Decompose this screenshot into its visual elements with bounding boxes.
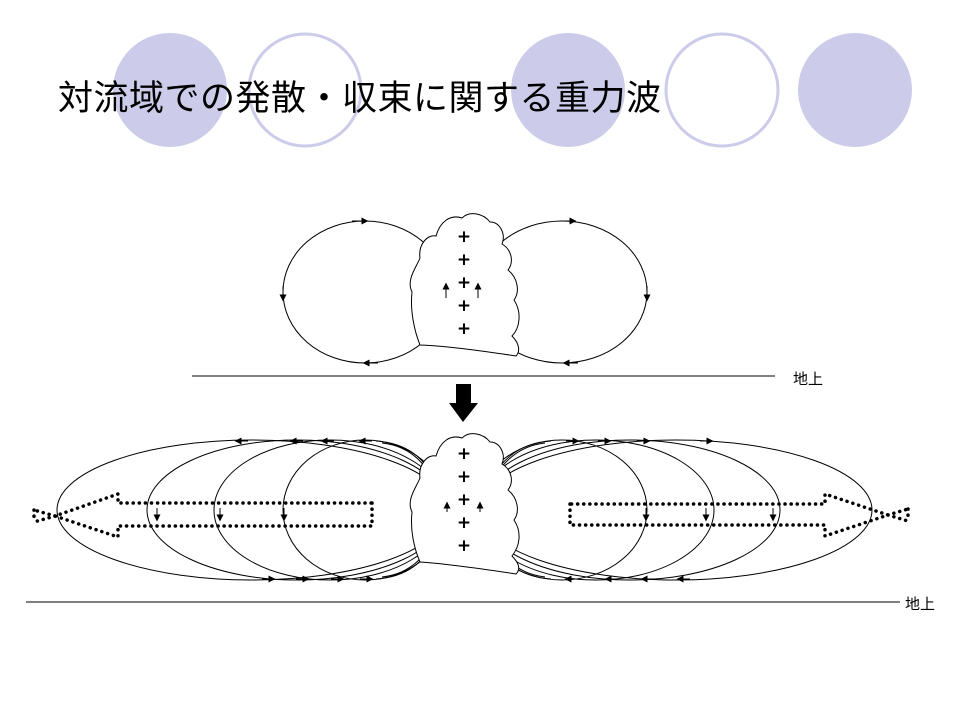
bottom-left-loop-4 <box>56 439 448 581</box>
deco-circle-filled-1 <box>113 33 227 147</box>
ground-label-top: 地上 <box>793 370 824 388</box>
top-charge-1: + <box>456 227 472 247</box>
slide-title: 対流域での発散・収束に関する重力波 <box>58 79 662 119</box>
top-charge-4: + <box>456 296 472 316</box>
bottom-right-loop-4 <box>479 439 873 581</box>
deco-circle-filled-2 <box>511 33 625 147</box>
deco-circle-outline-2 <box>664 32 780 148</box>
transition-arrow <box>449 384 478 422</box>
bottom-charge-5: + <box>456 536 472 556</box>
header-decoration <box>113 32 912 148</box>
top-convective-cloud <box>409 213 520 357</box>
left-propagation-arrow <box>49 491 374 540</box>
top-charge-3: + <box>456 273 472 293</box>
dotted-propagation-arrows <box>32 491 910 540</box>
top-panel <box>192 213 775 377</box>
top-charge-5: + <box>456 319 472 339</box>
bottom-charge-1: + <box>456 444 472 464</box>
right-propagation-arrow <box>568 491 894 539</box>
bottom-convective-cloud <box>409 433 520 575</box>
deco-circle-outline-1 <box>247 32 363 148</box>
top-charge-2: + <box>456 250 472 270</box>
bottom-left-loop-3 <box>146 439 448 581</box>
deco-circle-filled-3 <box>798 33 912 147</box>
bottom-right-loop-3 <box>479 439 781 581</box>
bottom-panel <box>26 433 900 603</box>
bottom-charge-4: + <box>456 513 472 533</box>
ground-label-bottom: 地上 <box>905 595 936 613</box>
bottom-charge-3: + <box>456 490 472 510</box>
bottom-charge-2: + <box>456 467 472 487</box>
